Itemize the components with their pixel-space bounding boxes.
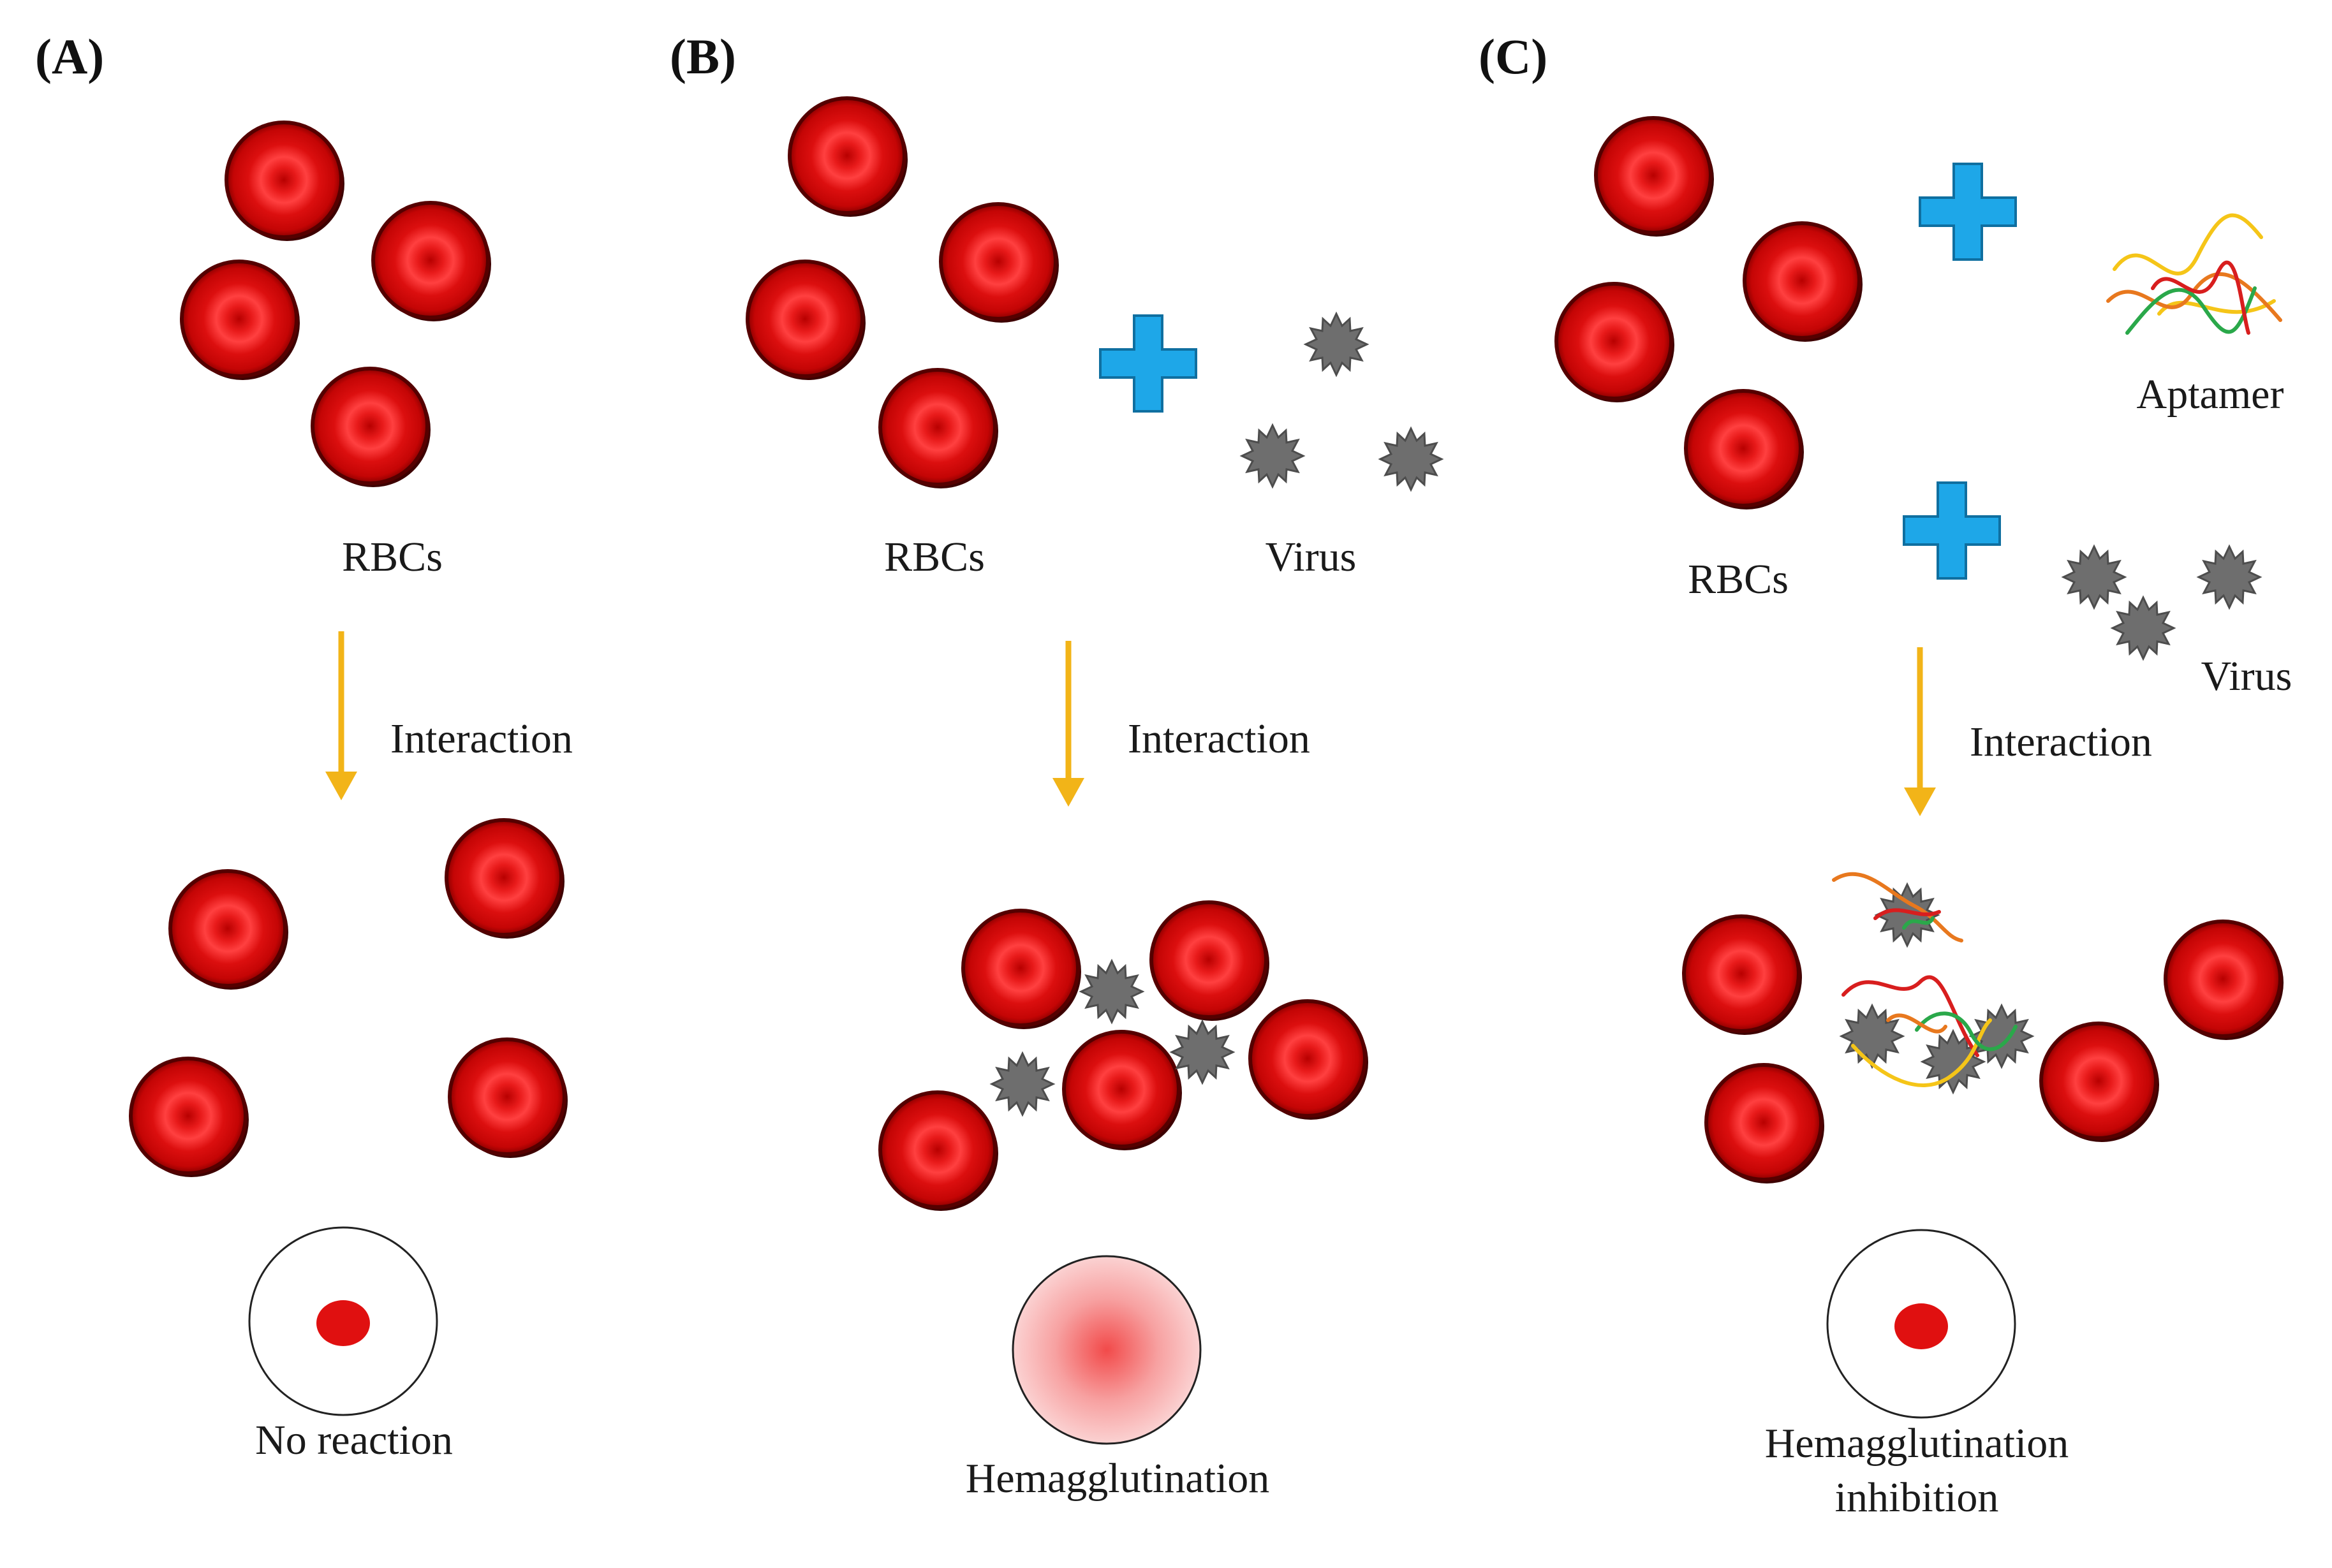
virus-icon <box>991 1052 1054 1116</box>
rbc <box>1706 1065 1824 1183</box>
rbc <box>1064 1032 1182 1150</box>
well-inhibition <box>1826 1229 2016 1419</box>
aptamer-virus-complexes <box>1832 872 2033 1094</box>
rbc <box>131 1059 249 1177</box>
rbc <box>790 98 908 217</box>
rbcs-label: RBCs <box>1688 556 1789 603</box>
rbc <box>1596 118 1714 237</box>
rbc-group-initial <box>1556 118 1863 509</box>
virus-icon <box>1080 960 1144 1023</box>
rbc <box>963 911 1081 1029</box>
rbc-group-initial <box>748 98 1059 488</box>
rbc <box>880 370 998 488</box>
rbcs-label: RBCs <box>884 534 985 580</box>
virus-icon <box>1241 424 1304 488</box>
rbc-group-initial <box>182 122 491 487</box>
virus-label: Virus <box>1266 534 1357 580</box>
interaction-arrow <box>1052 641 1084 807</box>
well-no-reaction <box>248 1226 438 1416</box>
rbc <box>748 261 866 380</box>
rbc <box>1250 1001 1368 1120</box>
no-reaction-label: No reaction <box>255 1417 453 1463</box>
virus-group <box>2062 545 2261 660</box>
panel-b: (B) RBCs Virus Interaction <box>670 29 1443 1502</box>
rbc <box>182 261 300 380</box>
plus-icon <box>1919 163 2017 261</box>
rbc <box>1556 284 1674 402</box>
rbcs-label: RBCs <box>342 534 443 580</box>
interaction-label: Interaction <box>1128 715 1310 762</box>
outcome-label-line-2: inhibition <box>1835 1474 1999 1521</box>
rbc <box>450 1039 568 1158</box>
rbc <box>446 820 565 939</box>
hemagglutination-label: Hemagglutination <box>966 1455 1270 1502</box>
plus-icon <box>1099 314 1197 413</box>
outcome-label-line-1: Hemagglutination <box>1765 1420 2069 1467</box>
panel-c: (C) Aptamer RBCs Virus Interaction <box>1479 29 2292 1521</box>
interaction-label: Interaction <box>1970 719 2152 765</box>
aptamer-label: Aptamer <box>2137 371 2284 418</box>
virus-icon <box>2111 596 2175 660</box>
interaction-label: Interaction <box>390 715 573 762</box>
rbc <box>170 871 288 990</box>
rbc <box>2041 1023 2159 1142</box>
virus-group <box>1241 312 1443 491</box>
virus-icon <box>1304 312 1368 376</box>
virus-icon <box>2197 545 2261 609</box>
plus-icon <box>1903 481 2001 580</box>
rbc <box>226 122 344 241</box>
panel-b-label: (B) <box>670 29 736 84</box>
rbc <box>1686 391 1804 509</box>
agglutinated-cluster <box>880 902 1368 1211</box>
rbc <box>2166 921 2284 1040</box>
interaction-arrow <box>1904 647 1936 816</box>
rbc <box>1684 916 1802 1035</box>
aptamer-icon <box>2108 216 2280 333</box>
virus-icon <box>1170 1020 1234 1084</box>
virus-icon <box>1379 427 1443 491</box>
rbc <box>1745 223 1863 342</box>
well-hemagglutination <box>1012 1255 1202 1445</box>
rbc <box>1151 902 1269 1021</box>
interaction-arrow <box>325 631 357 800</box>
virus-icon <box>2062 545 2126 609</box>
rbc <box>941 204 1059 323</box>
panel-c-label: (C) <box>1479 29 1547 84</box>
rbc <box>313 369 431 487</box>
aptamer-icon <box>1841 975 2018 1087</box>
aptamer-icon <box>1832 872 1963 942</box>
rbc <box>373 203 491 321</box>
panel-a: (A) RBCs Interaction No reaction <box>35 29 573 1463</box>
virus-label: Virus <box>2201 653 2292 700</box>
rbc <box>880 1092 998 1211</box>
panel-a-label: (A) <box>35 29 104 84</box>
rbc-group-dispersed <box>131 820 568 1177</box>
